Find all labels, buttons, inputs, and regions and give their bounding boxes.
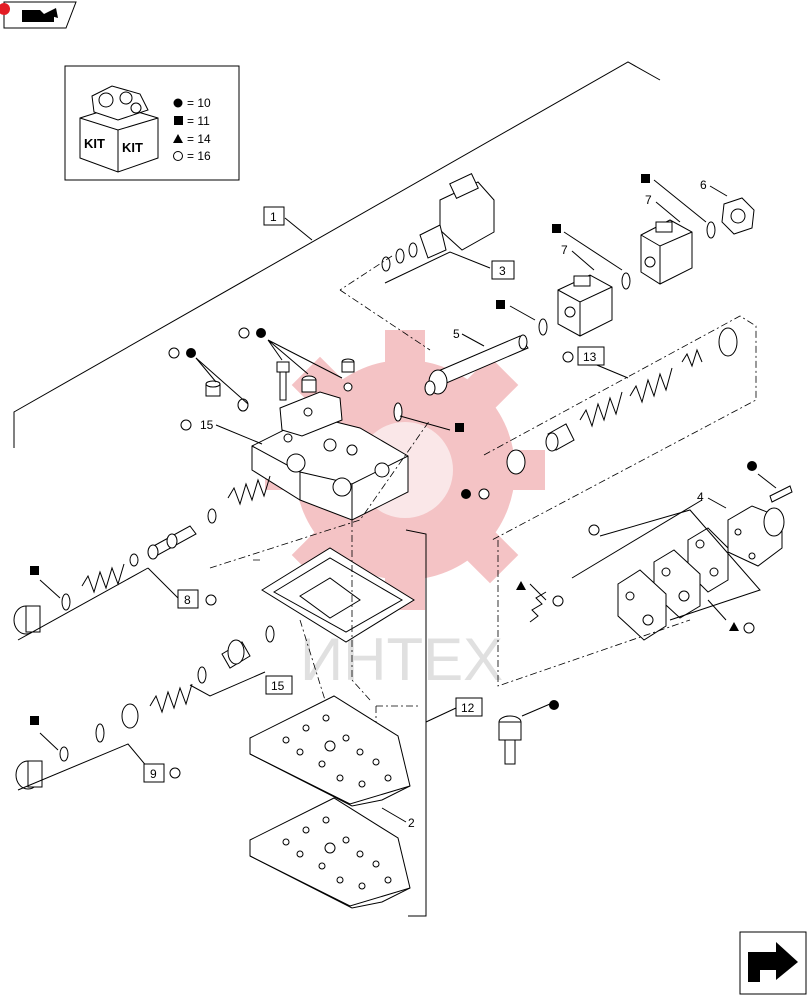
callout-15: 15 bbox=[265, 675, 293, 695]
valve-plate-upper bbox=[249, 695, 411, 807]
svg-text:3: 3 bbox=[499, 264, 506, 278]
o-ring bbox=[207, 508, 217, 524]
svg-text:9: 9 bbox=[150, 767, 157, 781]
spring-9 bbox=[149, 683, 193, 714]
spring-13c bbox=[681, 348, 703, 368]
callout-8: 8 bbox=[177, 589, 199, 609]
spring-13b bbox=[629, 367, 673, 404]
callout-7-lower: 7 bbox=[561, 243, 568, 257]
next-page-arrow-icon[interactable] bbox=[739, 931, 807, 995]
o-ring bbox=[129, 553, 139, 567]
callout-3: 3 bbox=[491, 260, 515, 280]
o-ring bbox=[538, 318, 548, 336]
solenoid-valve bbox=[381, 173, 495, 272]
o-ring bbox=[621, 272, 631, 290]
pressure-block-front bbox=[557, 274, 613, 337]
spool-small bbox=[147, 525, 197, 560]
sleeve bbox=[545, 423, 575, 452]
plug bbox=[301, 375, 317, 393]
svg-text:12: 12 bbox=[461, 701, 475, 715]
plug-left bbox=[205, 380, 249, 412]
legend-item-11: = 11 bbox=[187, 114, 210, 128]
filled-triangle-icon bbox=[173, 134, 183, 143]
svg-text:15: 15 bbox=[271, 679, 285, 693]
o-ring bbox=[95, 723, 105, 743]
spool bbox=[506, 449, 526, 475]
legend-item-14: = 14 bbox=[187, 132, 211, 146]
callout-6: 6 bbox=[700, 178, 707, 192]
spool-15 bbox=[221, 639, 251, 669]
o-ring bbox=[59, 746, 69, 762]
valve-body bbox=[251, 391, 409, 521]
svg-text:1: 1 bbox=[270, 210, 277, 224]
filled-square-icon bbox=[174, 116, 183, 125]
kit-box-icon: KIT KIT bbox=[79, 85, 159, 173]
bolt-small bbox=[341, 358, 355, 392]
callout-1: 1 bbox=[263, 206, 285, 226]
o-ring bbox=[393, 402, 403, 422]
svg-text:13: 13 bbox=[583, 350, 597, 364]
kit-label-left: KIT bbox=[84, 136, 105, 151]
gasket-c bbox=[617, 569, 667, 641]
spring bbox=[227, 475, 271, 506]
callout-12: 12 bbox=[455, 697, 483, 717]
filled-circle-icon bbox=[173, 98, 183, 108]
solenoid-4 bbox=[727, 505, 785, 567]
callout-5: 5 bbox=[453, 327, 460, 341]
open-circle-icon bbox=[173, 151, 183, 161]
o-ring bbox=[61, 593, 71, 611]
callout-13: 13 bbox=[577, 346, 605, 366]
spring-8 bbox=[81, 563, 125, 594]
book-arrow-icon[interactable] bbox=[0, 1, 77, 29]
callout-2: 2 bbox=[408, 816, 415, 830]
separator-gasket bbox=[261, 547, 415, 643]
valve-spool-5 bbox=[424, 334, 529, 396]
kit-legend: KIT KIT = 10 = 11 = 14 = 16 bbox=[64, 65, 240, 181]
spool bbox=[718, 327, 738, 357]
spring-14 bbox=[529, 591, 547, 623]
kit-label-right: KIT bbox=[122, 140, 143, 155]
o-ring bbox=[197, 666, 207, 684]
o-ring bbox=[265, 625, 275, 643]
callout-15-body: 15 bbox=[200, 418, 214, 432]
spring-13a bbox=[579, 391, 623, 428]
o-ring bbox=[706, 221, 716, 239]
nut-6 bbox=[721, 197, 755, 235]
plug-9 bbox=[15, 760, 43, 790]
bolt bbox=[276, 361, 290, 401]
callout-4: 4 bbox=[697, 490, 704, 504]
bolt-12 bbox=[498, 715, 522, 765]
spool bbox=[121, 703, 139, 729]
callout-9: 9 bbox=[143, 763, 165, 783]
watermark-text: ИНТЕХ bbox=[300, 626, 503, 693]
svg-text:8: 8 bbox=[184, 593, 191, 607]
kit-markers bbox=[30, 174, 757, 779]
callout-7-upper: 7 bbox=[645, 193, 652, 207]
pressure-block-rear bbox=[640, 219, 693, 285]
bolt-4 bbox=[769, 485, 793, 503]
legend-item-10: = 10 bbox=[187, 96, 211, 110]
legend-item-16: = 16 bbox=[187, 149, 211, 163]
valve-plate-lower bbox=[249, 797, 411, 909]
